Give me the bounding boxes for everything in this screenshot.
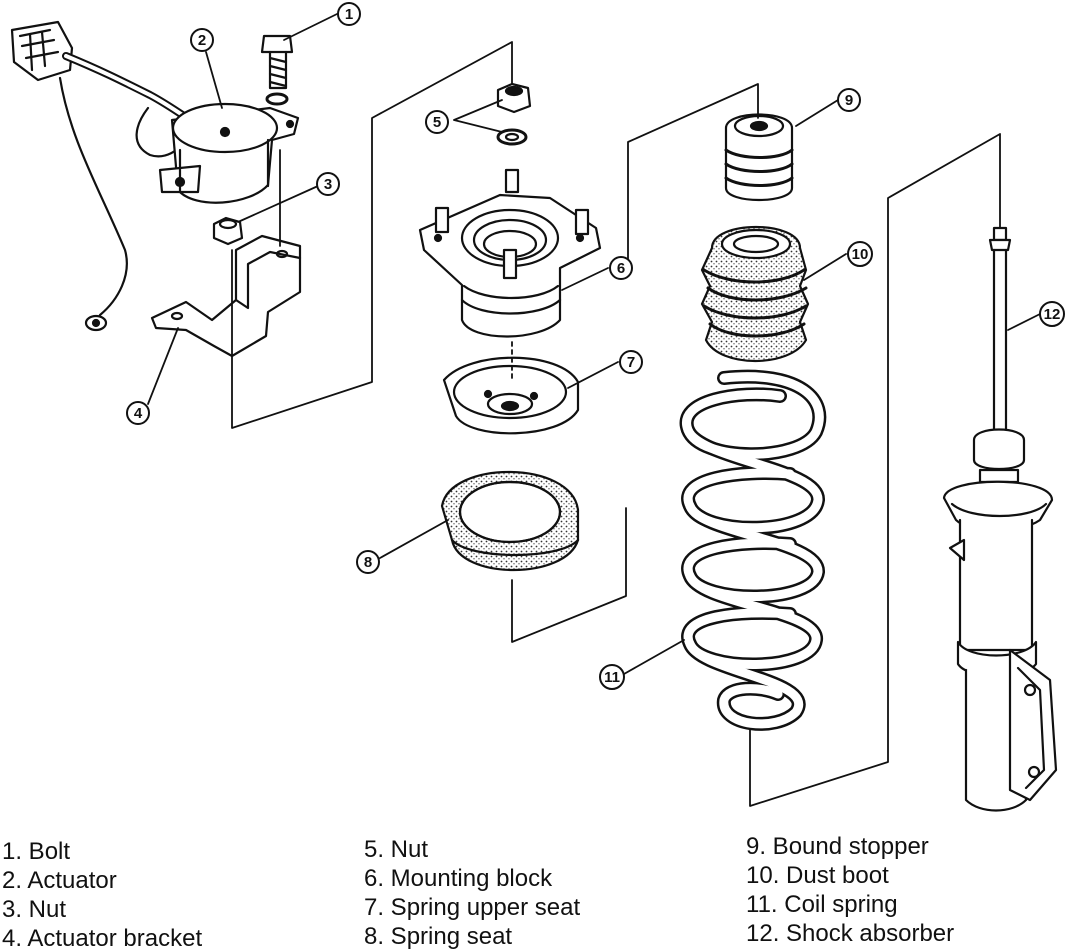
callout-10: 10 [847,241,873,267]
callout-5: 5 [425,110,449,134]
legend-item-mounting-block: 6. Mounting block [364,865,553,892]
legend-item-shock-absorber: 12. Shock absorber [746,920,955,947]
dust-boot-part [700,225,810,363]
leader-lines [147,13,1041,675]
spring-seat-part [440,470,580,572]
svg-text:12: 12 [1044,306,1061,323]
legend-item-actuator-bracket: 4. Actuator bracket [2,925,203,950]
legend-column-1: 1. Bolt 2. Actuator 3. Nut 4. Actuator b… [2,837,202,950]
actuator-part [10,20,300,332]
legend-column-3: 9. Bound stopper 10. Dust boot 11. Coil … [746,832,954,948]
svg-text:6: 6 [617,260,625,277]
svg-text:5: 5 [433,114,441,131]
legend-item-bound-stopper: 9. Bound stopper [746,833,929,860]
legend-item-dust-boot: 10. Dust boot [746,862,889,889]
callout-4: 4 [126,401,150,425]
legend-item-spring-upper-seat: 7. Spring upper seat [364,894,581,921]
svg-text:1: 1 [345,6,353,23]
shock-absorber-part [942,226,1058,812]
callout-8: 8 [356,550,380,574]
diagram-artwork: 1 2 3 4 5 6 7 8 9 10 11 12 [10,2,1065,812]
coil-spring-part [679,369,827,731]
svg-text:8: 8 [364,554,372,571]
wire-harness [58,52,194,332]
callout-1: 1 [337,2,361,26]
callout-6: 6 [609,256,633,280]
callout-9: 9 [837,88,861,112]
mounting-block-part [418,168,602,338]
legend-item-nut: 3. Nut [2,896,67,923]
callout-11: 11 [599,664,625,690]
spring-upper-seat-part [442,356,580,435]
legend-item-coil-spring: 11. Coil spring [746,891,898,918]
svg-text:10: 10 [852,246,869,263]
callout-markers: 1 2 3 4 5 6 7 8 9 10 11 12 [126,2,1065,690]
svg-text:4: 4 [134,405,143,422]
svg-text:9: 9 [845,92,853,109]
bolt-part [260,34,294,106]
legend-item-spring-seat: 8. Spring seat [364,923,513,950]
callout-3: 3 [316,172,340,196]
svg-text:2: 2 [198,32,206,49]
legend-column-2: 5. Nut 6. Mounting block 7. Spring upper… [364,835,580,950]
harness-connector [10,20,74,82]
callout-7: 7 [619,350,643,374]
actuator-bracket-part [150,234,302,358]
svg-text:11: 11 [604,669,620,686]
strut-nut-part [496,82,532,146]
callout-2: 2 [190,28,214,52]
legend-item-actuator: 2. Actuator [2,867,117,894]
actuator-nut-part [212,216,244,246]
assembly-guide-lines [231,41,1001,807]
actuator-body [158,102,300,204]
legend-item-strut-nut: 5. Nut [364,836,429,863]
svg-text:7: 7 [627,354,635,371]
callout-12: 12 [1039,301,1065,327]
legend-item-bolt: 1. Bolt [2,838,71,865]
bound-stopper-part [724,113,794,202]
svg-text:3: 3 [324,176,332,193]
